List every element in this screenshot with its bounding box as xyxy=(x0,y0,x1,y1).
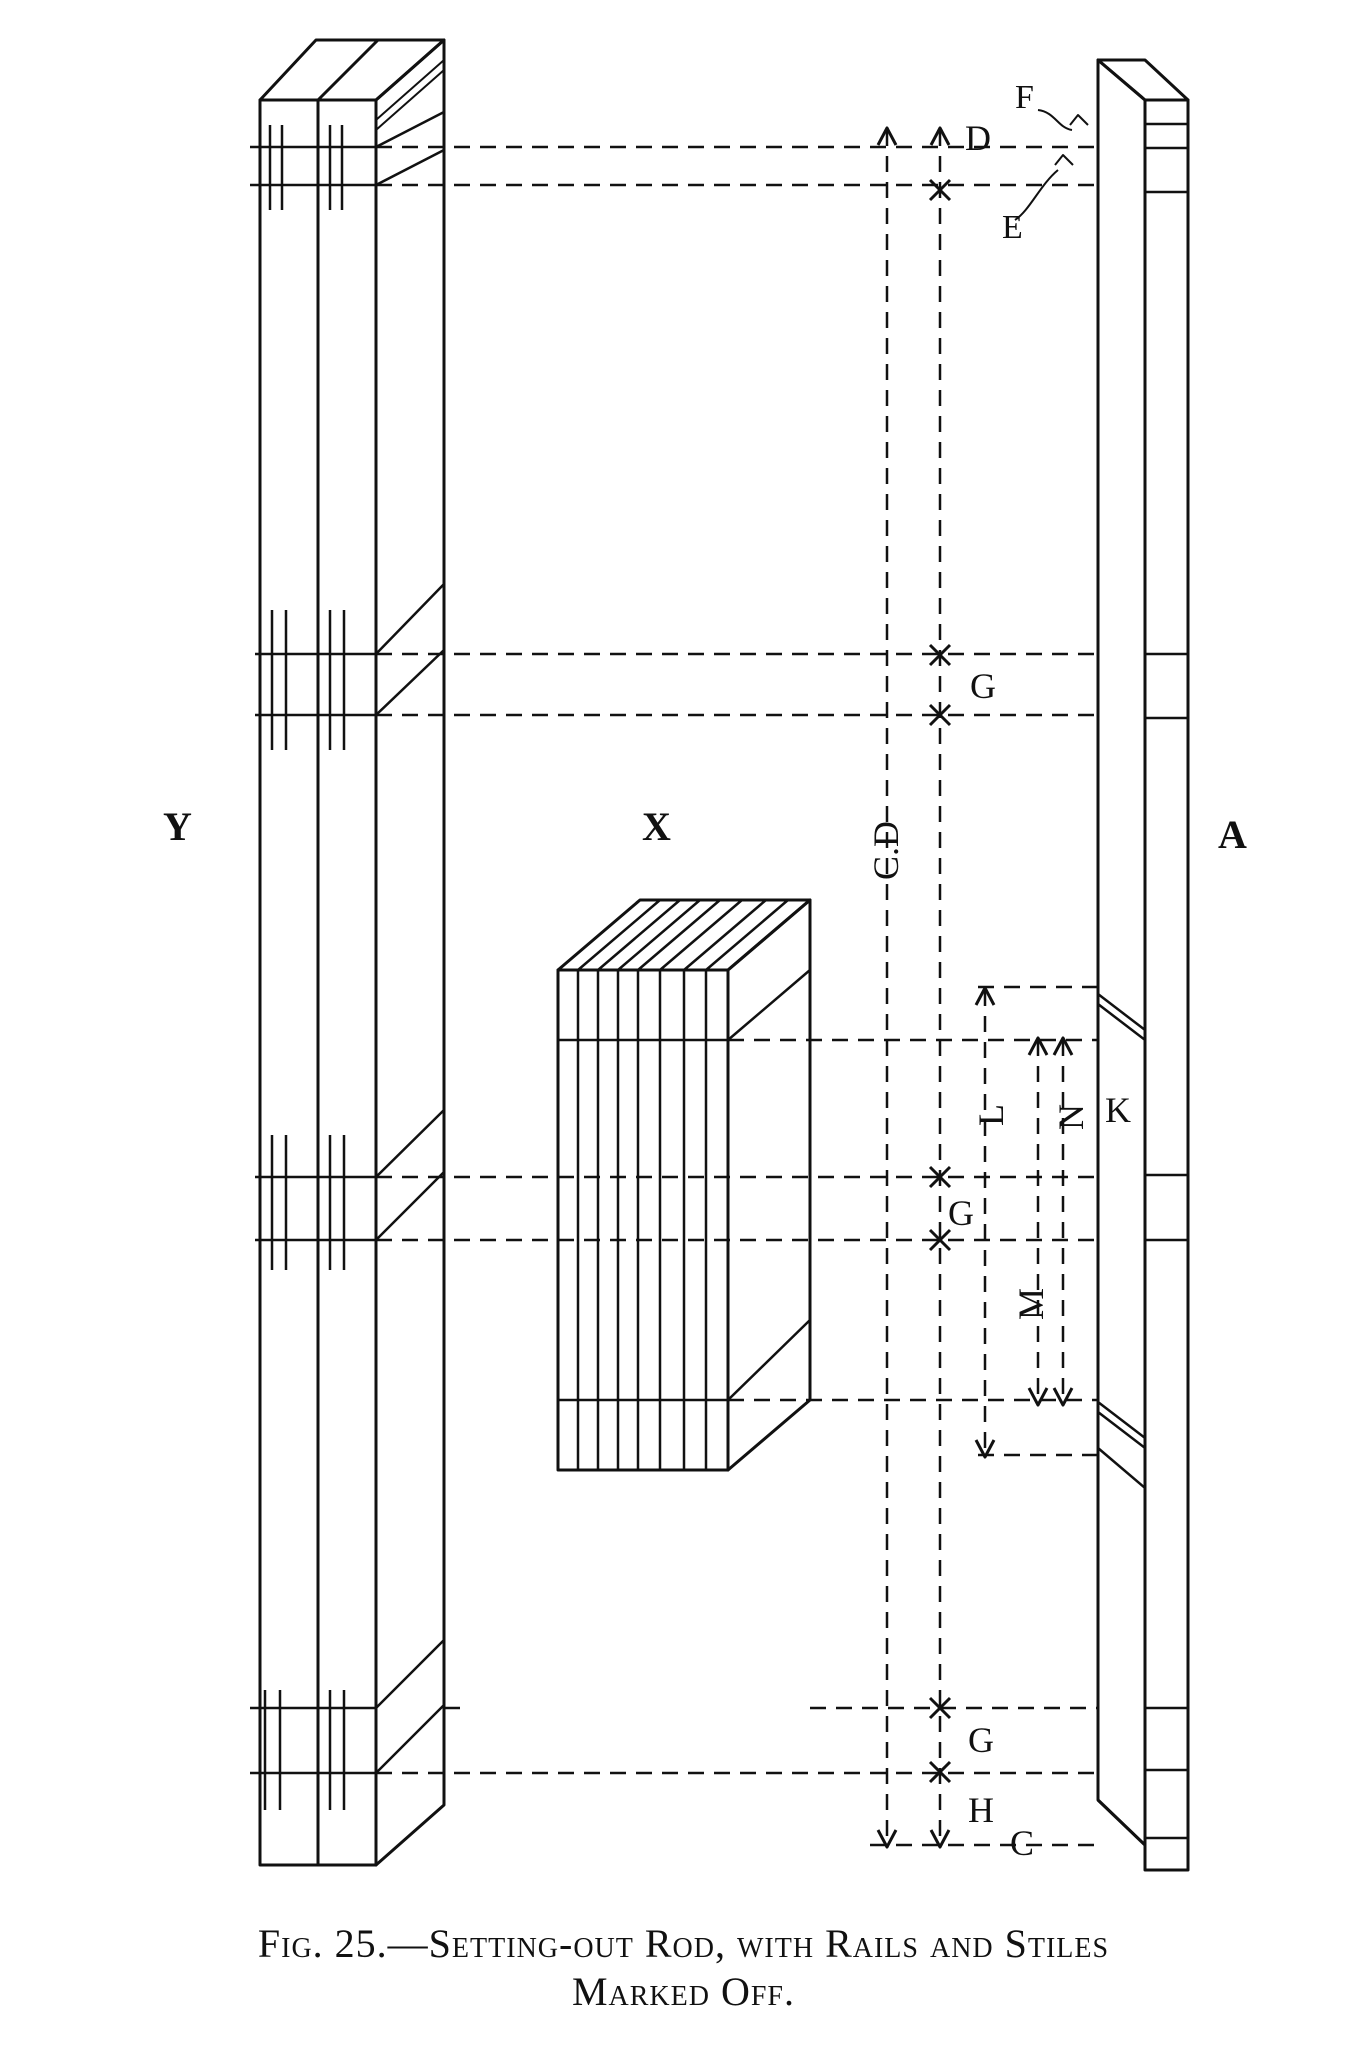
label-k: K xyxy=(1105,1090,1131,1130)
leader-curves xyxy=(1014,109,1089,221)
stile-bundle-y xyxy=(250,38,446,1867)
label-g-3: G xyxy=(968,1720,994,1760)
cross-marks xyxy=(928,178,952,1784)
projection-lines xyxy=(376,130,1098,1847)
label-x: X xyxy=(642,804,671,849)
label-e: E xyxy=(1002,209,1023,246)
label-c: C xyxy=(1010,1823,1034,1863)
label-a: A xyxy=(1218,812,1247,857)
setting-out-rod-a xyxy=(1096,58,1190,1872)
label-f: F xyxy=(1015,79,1034,116)
label-g-2: G xyxy=(948,1193,974,1233)
figure-caption-line-1: Fig. 25.—Setting-out Rod, with Rails and… xyxy=(257,1921,1110,1966)
label-cd: C.D xyxy=(866,821,906,880)
label-d-top: D xyxy=(965,118,991,158)
label-n: N xyxy=(1051,1104,1091,1130)
label-m: M xyxy=(1011,1288,1051,1320)
rail-bundle-x xyxy=(556,898,812,1472)
dimension-arrows xyxy=(876,126,1074,1849)
label-g-1: G xyxy=(970,666,996,706)
label-l: L xyxy=(971,1104,1011,1126)
figure-caption-line-2: Marked Off. xyxy=(571,1969,796,2014)
label-y: Y xyxy=(163,804,192,849)
diagram-labels: Y X A D F E G G G H C K C.D L M N xyxy=(163,79,1247,1863)
label-h: H xyxy=(968,1790,994,1830)
